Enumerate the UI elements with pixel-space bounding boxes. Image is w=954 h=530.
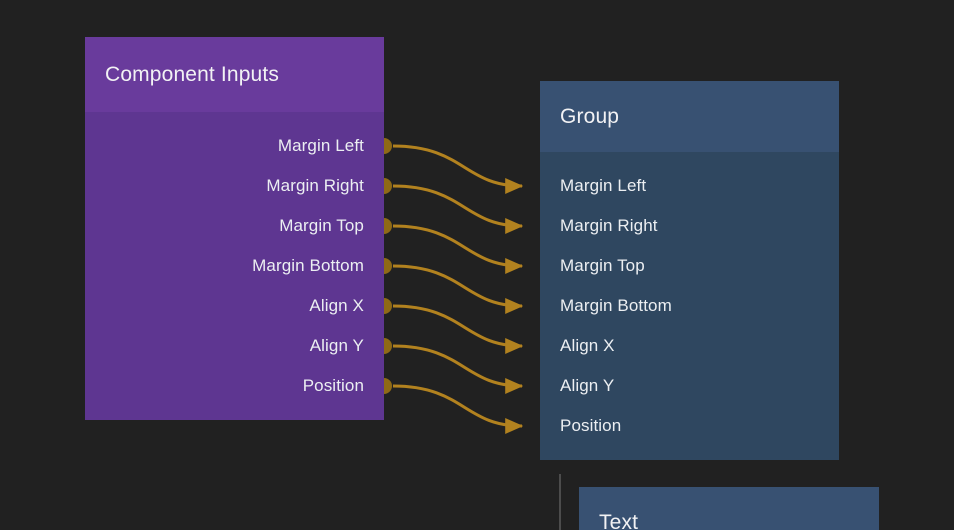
node-group-title: Group [560,104,620,128]
connection-path[interactable] [392,264,524,314]
output-port-margin-top[interactable]: Margin Top [85,206,384,246]
output-port-label: Align X [309,296,364,315]
node-component-inputs-title: Component Inputs [105,62,280,86]
input-port-label: Align X [560,336,615,355]
node-group[interactable]: Group Margin Left Margin Right Margin To… [540,81,839,460]
input-port-label: Margin Bottom [560,296,672,315]
output-port-margin-right[interactable]: Margin Right [85,166,384,206]
output-port-label: Margin Bottom [252,256,364,275]
connection-path[interactable] [392,144,524,194]
connection-path[interactable] [392,344,524,394]
input-port-margin-right[interactable]: Margin Right [540,206,839,246]
node-group-body: Margin Left Margin Right Margin Top Marg… [540,152,839,460]
input-port-margin-top[interactable]: Margin Top [540,246,839,286]
output-port-label: Margin Left [277,136,364,155]
connection-path[interactable] [392,304,524,354]
output-port-margin-left[interactable]: Margin Left [85,126,384,166]
node-component-inputs-body: Margin Left Margin Right Margin Top Marg… [85,112,384,420]
node-text-title: Text [599,510,639,530]
node-component-inputs[interactable]: Component Inputs Margin Left Margin Righ… [85,37,384,420]
input-port-label: Margin Left [560,176,647,195]
output-port-label: Align Y [309,336,364,355]
group-containment-guide-line [559,474,561,530]
output-port-margin-bottom[interactable]: Margin Bottom [85,246,384,286]
node-component-inputs-header[interactable]: Component Inputs [85,37,384,112]
output-port-label: Margin Top [279,216,364,235]
input-port-label: Margin Right [560,216,658,235]
input-port-position[interactable]: Position [540,406,839,446]
input-port-align-x[interactable]: Align X [540,326,839,366]
connection-paths [392,144,524,434]
node-group-header[interactable]: Group [540,81,839,152]
input-port-margin-left[interactable]: Margin Left [540,166,839,206]
input-port-label: Align Y [560,376,615,395]
connection-path[interactable] [392,224,524,274]
output-port-label: Margin Right [266,176,364,195]
input-port-label: Position [560,416,622,435]
output-port-position[interactable]: Position [85,366,384,406]
input-port-label: Margin Top [560,256,645,275]
input-port-margin-bottom[interactable]: Margin Bottom [540,286,839,326]
node-text[interactable]: Text [579,487,879,530]
connection-path[interactable] [392,384,524,434]
connection-path[interactable] [392,184,524,234]
output-port-label: Position [302,376,364,395]
output-port-align-y[interactable]: Align Y [85,326,384,366]
output-port-align-x[interactable]: Align X [85,286,384,326]
input-port-align-y[interactable]: Align Y [540,366,839,406]
node-text-header[interactable]: Text [579,487,879,530]
